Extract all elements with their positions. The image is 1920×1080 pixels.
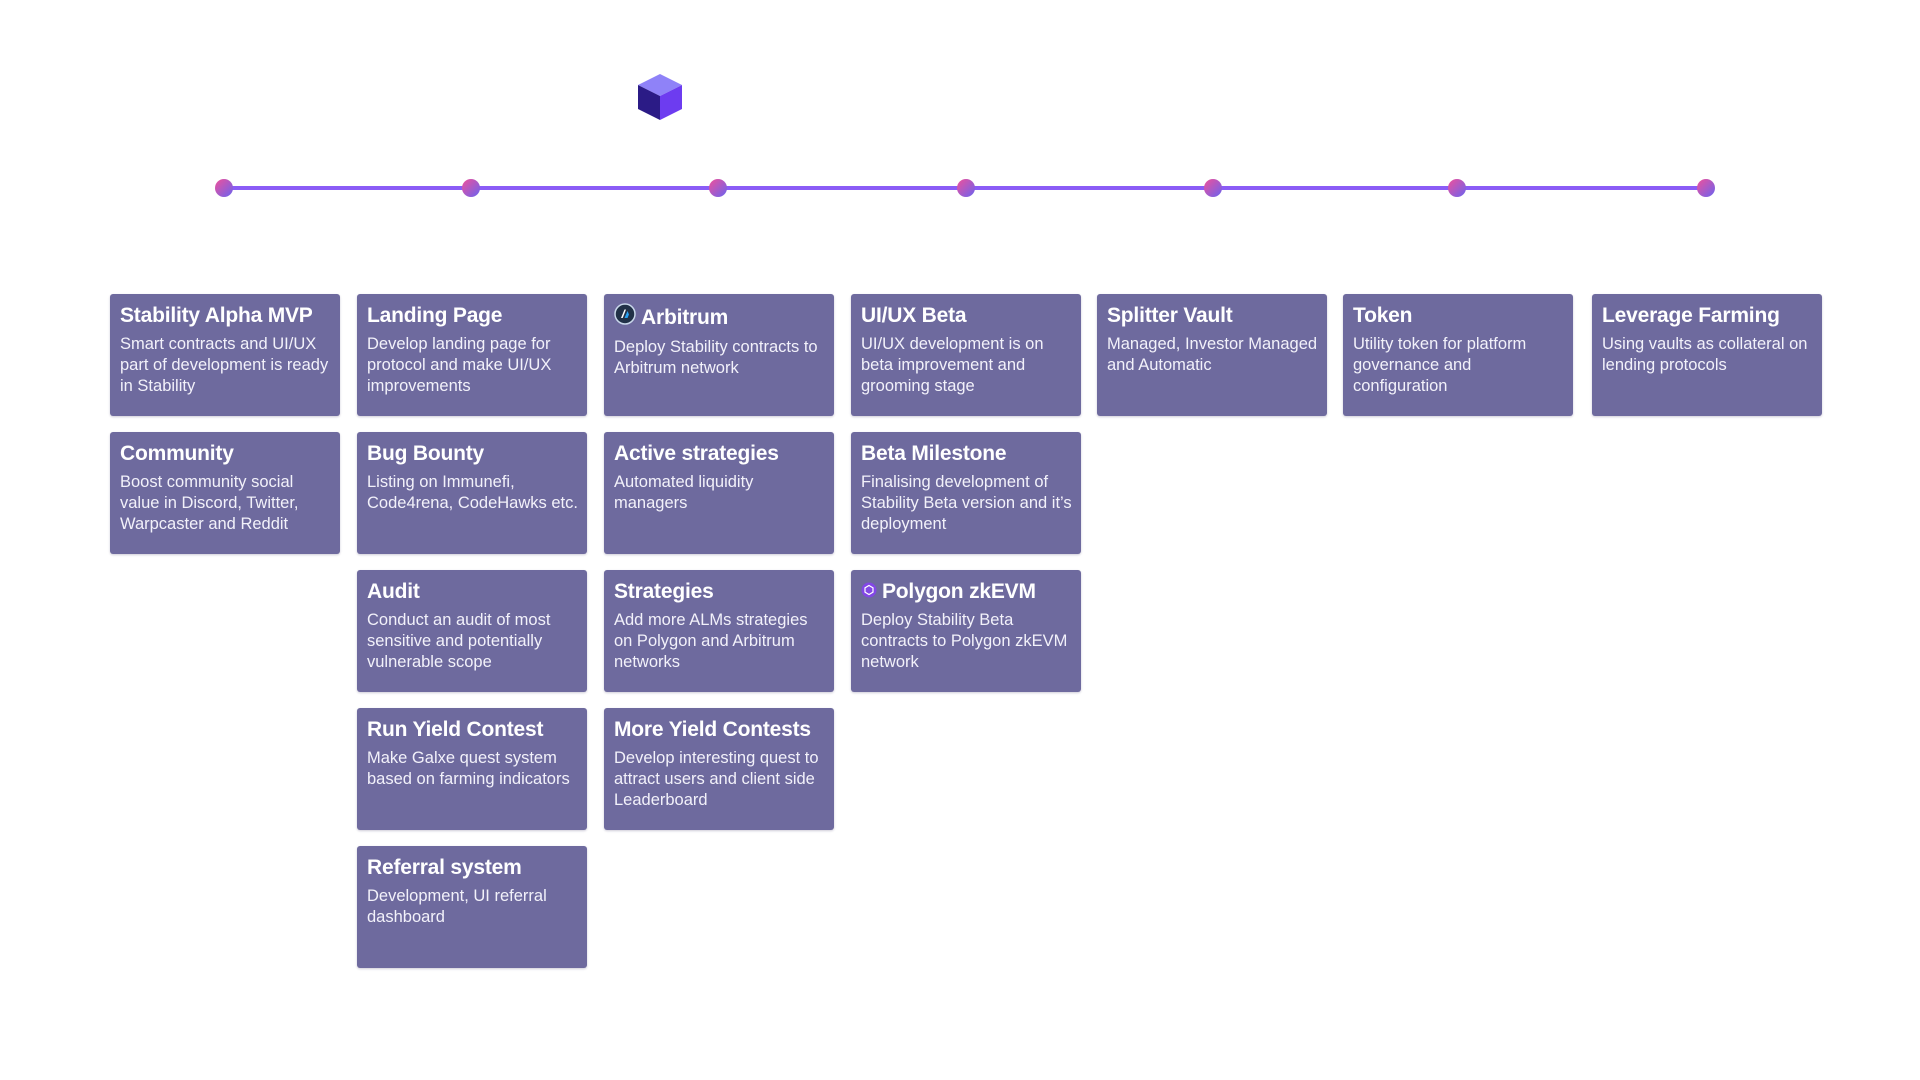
card-title: Arbitrum	[614, 303, 825, 332]
card-title: Referral system	[367, 856, 522, 879]
arbitrum-logo-icon	[614, 303, 636, 332]
card-description: Boost community social value in Discord,…	[120, 473, 299, 533]
milestone-dot	[462, 179, 480, 197]
card-title: Community	[120, 442, 234, 465]
card-title: Splitter Vault	[1107, 304, 1233, 327]
milestone-dot	[709, 179, 727, 197]
cube-logo-icon	[638, 74, 682, 120]
card-title: Bug Bounty	[367, 442, 484, 465]
card-title: Stability Alpha MVP	[120, 304, 313, 327]
card-title: Beta Milestone	[861, 442, 1007, 465]
roadmap-card-polygon-zkevm: Polygon zkEVM Deploy Stability Beta contr…	[851, 570, 1081, 692]
milestone-dot	[1204, 179, 1222, 197]
card-description: Finalising development of Stability Beta…	[861, 473, 1072, 533]
card-description: Add more ALMs strategies on Polygon and …	[614, 611, 808, 671]
milestone-dot	[1697, 179, 1715, 197]
card-title: More Yield Contests	[614, 718, 811, 741]
card-title: UI/UX Beta	[861, 304, 967, 327]
card-title: Audit	[367, 580, 420, 603]
card-description: Conduct an audit of most sensitive and p…	[367, 611, 551, 671]
card-title: Active strategies	[614, 442, 779, 465]
card-description: Automated liquidity managers	[614, 473, 754, 512]
card-description: Deploy Stability contracts to Arbitrum n…	[614, 338, 818, 377]
card-description: Deploy Stability Beta contracts to Polyg…	[861, 611, 1068, 671]
card-title: Run Yield Contest	[367, 718, 544, 741]
card-description: Utility token for platform governance an…	[1353, 335, 1527, 395]
card-description: UI/UX development is on beta improvement…	[861, 335, 1044, 395]
card-description: Make Galxe quest system based on farming…	[367, 749, 570, 788]
card-description: Smart contracts and UI/UX part of develo…	[120, 335, 329, 395]
card-description: Managed, Investor Managed and Automatic	[1107, 335, 1318, 374]
milestone-dot	[1448, 179, 1466, 197]
card-description: Develop landing page for protocol and ma…	[367, 335, 552, 395]
polygon-logo-icon	[861, 579, 877, 605]
roadmap-card-stability-alpha-mvp: Stability Alpha MVP Smart contracts and U…	[110, 294, 340, 416]
card-description: Using vaults as collateral on lending pr…	[1602, 335, 1808, 374]
card-description: Listing on Immunefi, Code4rena, CodeHawk…	[367, 473, 578, 512]
roadmap-timeline	[215, 179, 1715, 197]
card-title: Token	[1353, 304, 1413, 327]
card-title: Leverage Farming	[1602, 304, 1780, 327]
milestone-dot	[957, 179, 975, 197]
card-description: Develop interesting quest to attract use…	[614, 749, 819, 809]
card-title: Strategies	[614, 580, 714, 603]
card-description: Development, UI referral dashboard	[367, 887, 547, 926]
card-title: Polygon zkEVM	[861, 579, 1072, 605]
card-title: Landing Page	[367, 304, 503, 327]
milestone-dot	[215, 179, 233, 197]
